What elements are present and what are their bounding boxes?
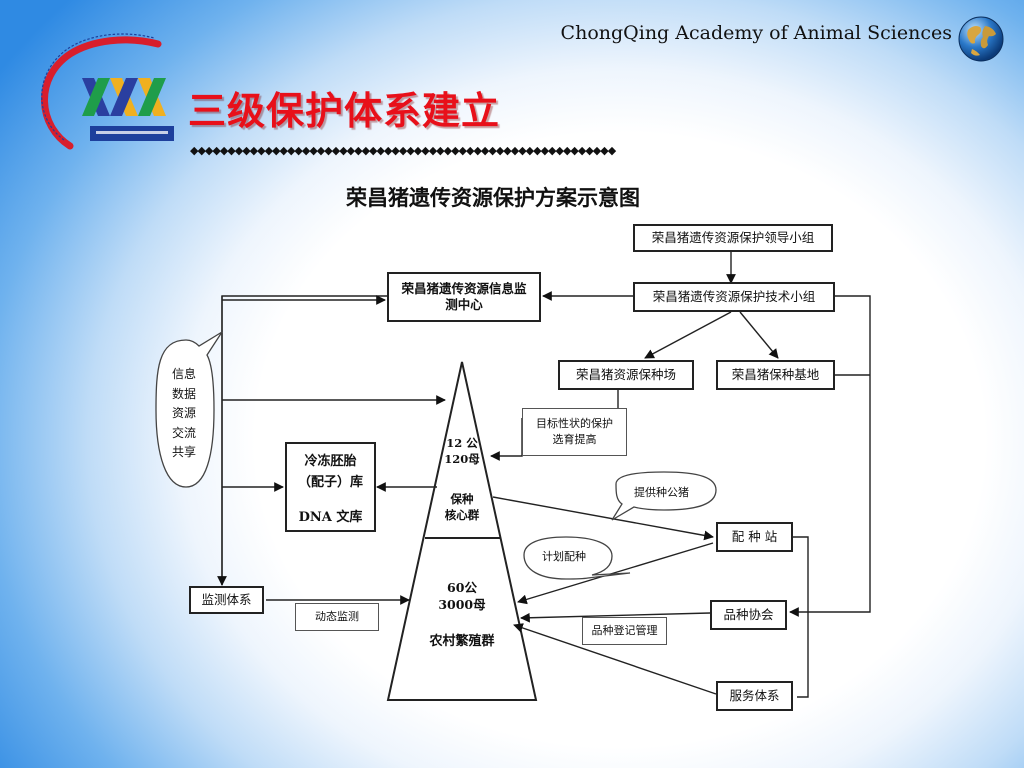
info-share-text: 信息 数据 资源 交流 共享 [171, 367, 196, 459]
diamond-divider: ◆◆◆◆◆◆◆◆◆◆◆◆◆◆◆◆◆◆◆◆◆◆◆◆◆◆◆◆◆◆◆◆◆◆◆◆◆◆◆◆… [190, 144, 616, 157]
rural-herd-count: 60公 3000母 [438, 580, 486, 612]
globe-icon [958, 16, 1004, 62]
frozen-bank-box: 冷冻胚胎 （配子）库 DNA 文库 [285, 442, 376, 532]
tech-group-box: 荣昌猪遗传资源保护技术小组 [633, 282, 835, 312]
mating-station-box: 配 种 站 [716, 522, 793, 552]
trait-note-box: 目标性状的保护选育提高 [522, 408, 627, 456]
service-system-box: 服务体系 [716, 681, 793, 711]
slide-title: 三级保护体系建立 [188, 89, 501, 133]
bubble-provide-boars [611, 471, 717, 521]
planned-mating-text: 计划配种 [542, 550, 586, 563]
bubble-info-share [155, 331, 223, 488]
leading-group-box: 荣昌猪遗传资源保护领导小组 [633, 224, 833, 252]
breed-association-box: 品种协会 [710, 600, 787, 630]
frozen-bank-line-2: （配子）库 [297, 474, 363, 490]
monitoring-system-box: 监测体系 [189, 586, 264, 614]
dna-bank-label: DNA 文库 [298, 509, 363, 525]
breeding-base-box: 荣昌猪保种基地 [716, 360, 835, 390]
provide-boars-text: 提供种公猪 [634, 486, 689, 499]
core-herd-count: 12 公 120母 [444, 436, 480, 466]
core-herd-label: 保种 核心群 [444, 492, 480, 522]
dynamic-monitoring-box: 动态监测 [295, 603, 379, 631]
info-center-box: 荣昌猪遗传资源信息监测中心 [387, 272, 541, 322]
registration-box: 品种登记管理 [582, 617, 667, 645]
conservation-farm-box: 荣昌猪资源保种场 [558, 360, 694, 390]
academy-logo [41, 33, 174, 150]
rural-herd-label: 农村繁殖群 [429, 634, 495, 649]
bubble-planned-mating [523, 536, 631, 580]
academy-name: ChongQing Academy of Animal Sciences [560, 22, 952, 44]
diagram-title: 荣昌猪遗传资源保护方案示意图 [346, 186, 640, 210]
pyramid-outline [386, 361, 538, 701]
frozen-bank-line-1: 冷冻胚胎 [304, 454, 357, 469]
